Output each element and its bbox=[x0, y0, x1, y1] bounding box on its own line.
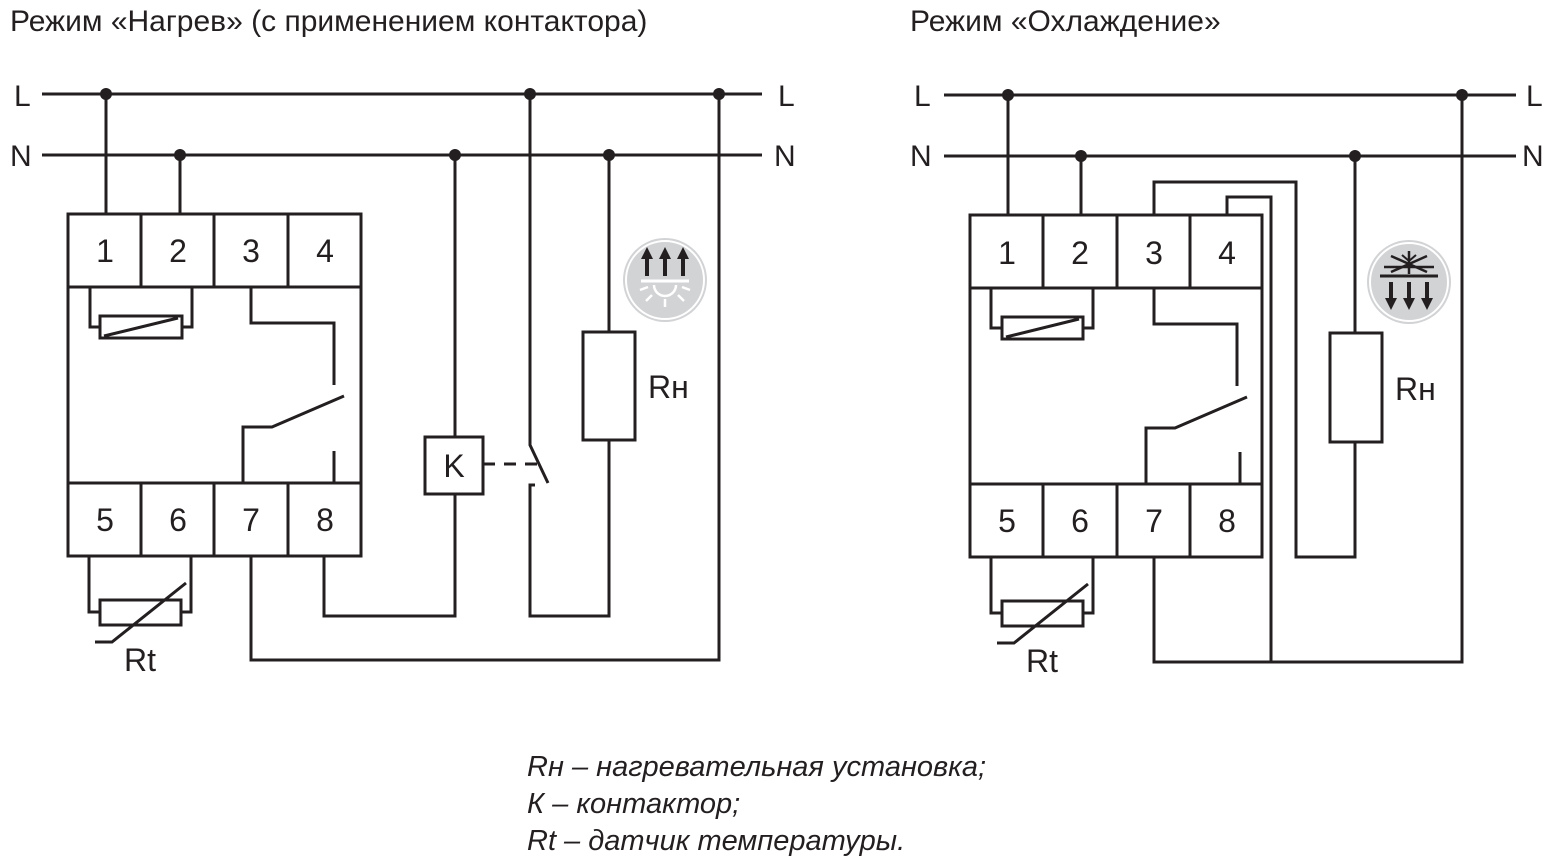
heating-terminal-2: 2 bbox=[169, 233, 187, 269]
cooling-terminal-3: 3 bbox=[1145, 235, 1163, 271]
cooling-terminal-5: 5 bbox=[998, 503, 1016, 539]
legend: Rн – нагревательная установка; К – конта… bbox=[527, 751, 986, 857]
heating-title: Режим «Нагрев» (с применением контактора… bbox=[10, 5, 647, 38]
heating-diagram: Режим «Нагрев» (с применением контактора… bbox=[10, 5, 796, 678]
cooling-load-label: Rн bbox=[1395, 371, 1436, 407]
cooling-terminal-8: 8 bbox=[1218, 503, 1236, 539]
heating-terminal-8: 8 bbox=[316, 502, 334, 538]
cooling-bus-l-left: L bbox=[914, 80, 931, 113]
legend-rh: Rн – нагревательная установка; bbox=[527, 751, 986, 783]
cooling-diagram: Режим «Охлаждение» L N L N 1 bbox=[910, 5, 1544, 679]
heating-bus-l-right: L bbox=[778, 80, 795, 113]
cooling-title: Режим «Охлаждение» bbox=[910, 5, 1221, 38]
heating-sun-icon bbox=[623, 238, 707, 322]
heating-terminal-4: 4 bbox=[316, 233, 334, 269]
cooling-relay-switch bbox=[1144, 288, 1248, 484]
heating-terminal-1: 1 bbox=[96, 233, 114, 269]
cooling-load-rh bbox=[1328, 331, 1384, 444]
cooling-bus-l-right: L bbox=[1526, 80, 1543, 113]
heating-junctions bbox=[100, 88, 725, 161]
legend-k: К – контактор; bbox=[527, 788, 740, 820]
heating-bus-l-left: L bbox=[14, 80, 31, 113]
heating-sensor-label: Rt bbox=[124, 642, 156, 678]
heating-contactor-box bbox=[423, 435, 485, 496]
cooling-wires bbox=[1006, 95, 1464, 664]
cooling-bus-n-left: N bbox=[910, 140, 932, 173]
cooling-relay-coil bbox=[989, 288, 1095, 341]
cooling-sensor-rt bbox=[989, 557, 1095, 645]
cooling-terminal-2: 2 bbox=[1071, 235, 1089, 271]
cooling-terminal-4: 4 bbox=[1218, 235, 1236, 271]
cooling-snowflake-icon bbox=[1367, 240, 1451, 324]
cooling-terminal-1: 1 bbox=[998, 235, 1016, 271]
heating-load-rh bbox=[581, 330, 637, 442]
heating-bus-n-right: N bbox=[774, 140, 796, 173]
cooling-bus-n-right: N bbox=[1522, 140, 1544, 173]
heating-sensor-rt bbox=[87, 556, 193, 644]
cooling-terminal-7: 7 bbox=[1145, 503, 1163, 539]
heating-contactor-label: K bbox=[443, 448, 464, 484]
heating-relay-switch bbox=[241, 287, 345, 483]
heating-terminal-6: 6 bbox=[169, 502, 187, 538]
heating-bus-n-left: N bbox=[10, 140, 32, 173]
heating-terminal-3: 3 bbox=[242, 233, 260, 269]
legend-rt: Rt – датчик температуры. bbox=[527, 825, 905, 857]
heating-load-label: Rн bbox=[648, 369, 689, 405]
cooling-terminal-6: 6 bbox=[1071, 503, 1089, 539]
heating-terminal-7: 7 bbox=[242, 502, 260, 538]
cooling-sensor-label: Rt bbox=[1026, 643, 1058, 679]
heating-wires bbox=[104, 94, 721, 662]
heating-terminal-5: 5 bbox=[96, 502, 114, 538]
cooling-junctions bbox=[1002, 89, 1468, 162]
heating-relay-coil bbox=[88, 287, 194, 340]
